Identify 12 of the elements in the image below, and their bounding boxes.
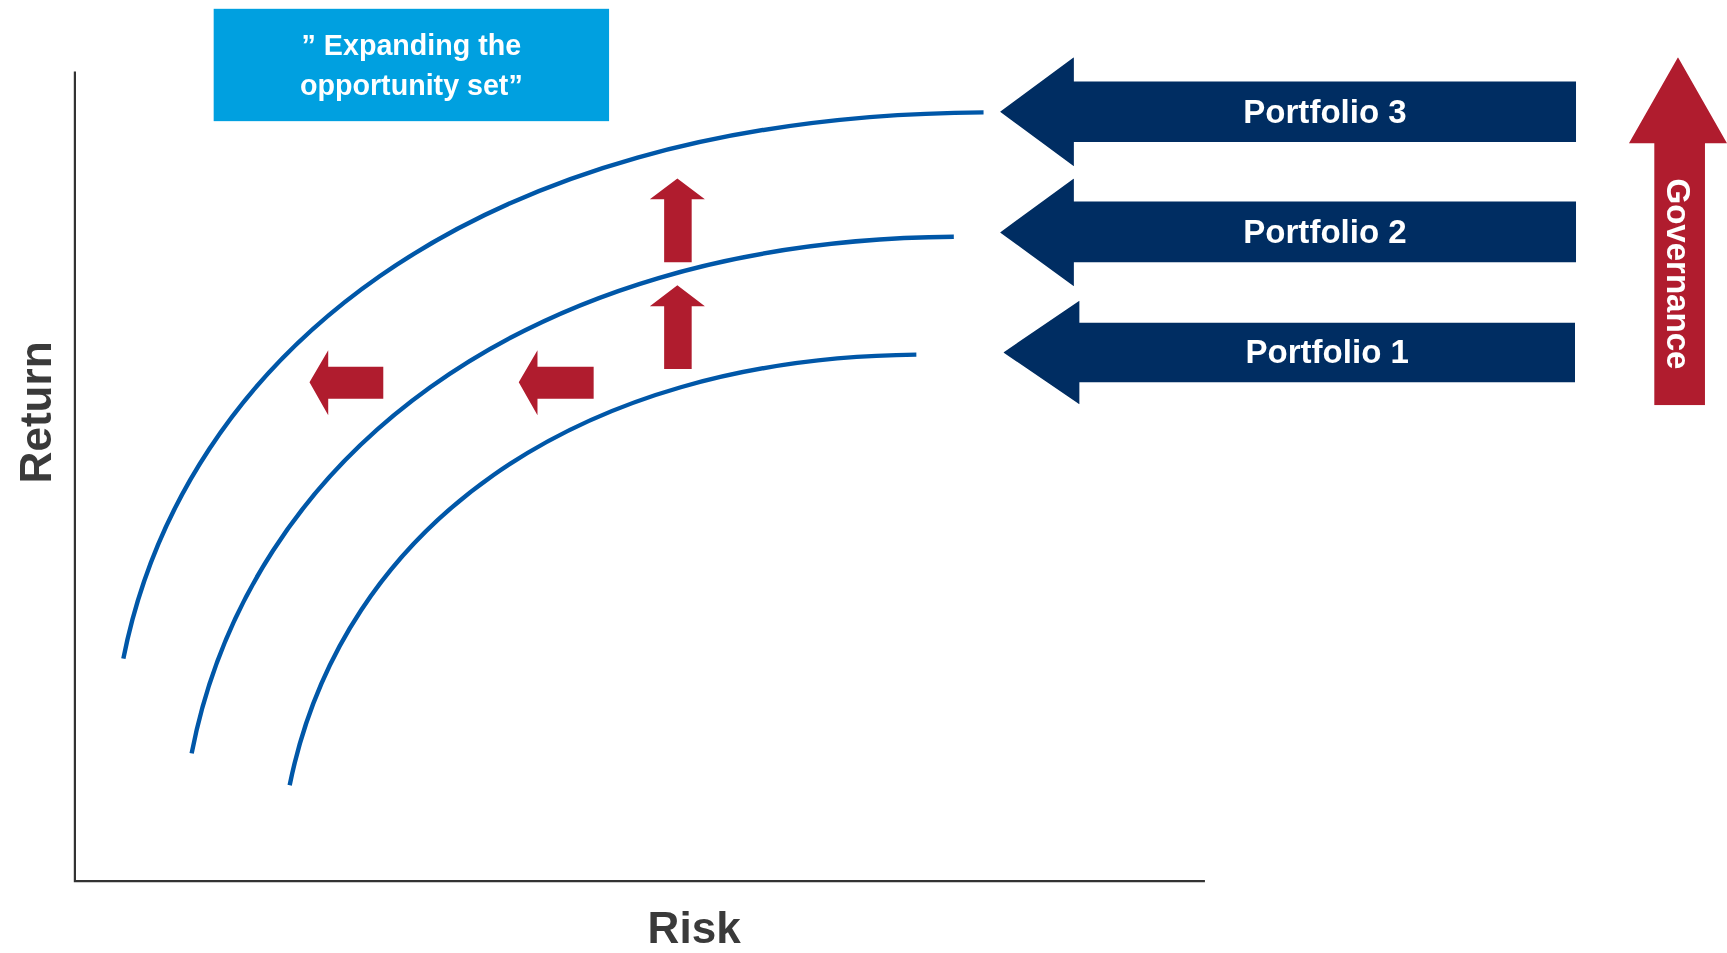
portfolio-label: Portfolio 3 [1243,93,1407,131]
governance-label: Governance [1659,178,1697,370]
pointer-banner [1000,57,1577,167]
axis-label: Risk [647,903,741,953]
pointer-banner [1000,178,1577,287]
axis-label: Return [11,341,61,484]
pointer-banner [1003,300,1575,405]
title-box [213,8,610,122]
portfolio-label: Portfolio 1 [1245,333,1409,372]
portfolio-label: Portfolio 2 [1243,213,1407,252]
upward-banner [1628,57,1727,406]
title-text: ” Expanding the opportunity set” [299,27,524,104]
